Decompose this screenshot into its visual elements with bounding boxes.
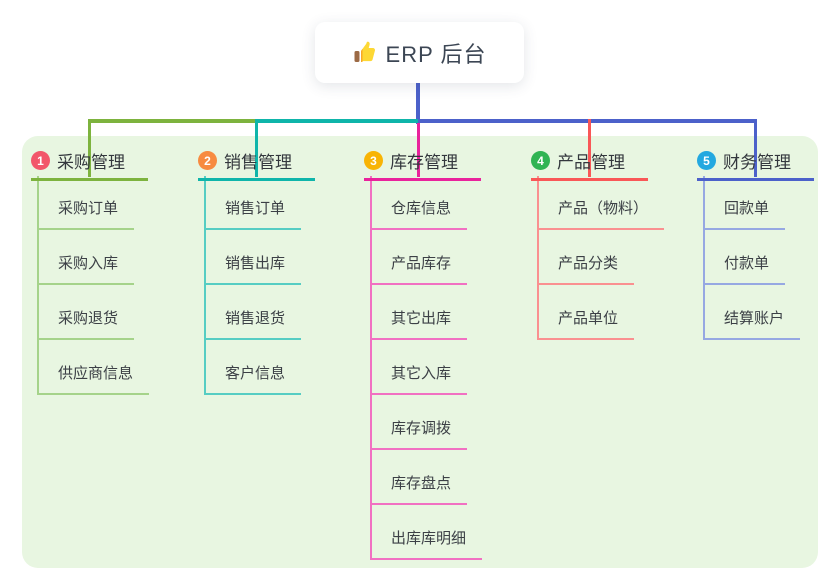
child-node-product-category[interactable]: 产品分类 [537, 253, 635, 285]
child-node-sales-return[interactable]: 销售退货 [204, 308, 302, 340]
child-node-warehouse-info[interactable]: 仓库信息 [370, 198, 468, 230]
child-node-receipt-bill[interactable]: 回款单 [703, 198, 786, 230]
child-node-purchase-inbound[interactable]: 采购入库 [37, 253, 135, 285]
child-node-purchase-order[interactable]: 采购订单 [37, 198, 135, 230]
branch-badge-1: 1 [31, 151, 50, 170]
branch-children-line [204, 176, 206, 395]
child-node-outbound-detail[interactable]: 出库库明细 [370, 528, 483, 560]
child-node-sales-order[interactable]: 销售订单 [204, 198, 302, 230]
connector-drop-product [588, 119, 591, 177]
connector-root-vertical [416, 83, 420, 124]
child-node-other-inbound[interactable]: 其它入库 [370, 363, 468, 395]
branch-label: 财务管理 [723, 153, 791, 172]
connector-drop-finance [754, 119, 757, 177]
child-node-settlement-account[interactable]: 结算账户 [703, 308, 801, 340]
branch-label: 库存管理 [390, 153, 458, 172]
branch-children-line [37, 176, 39, 395]
child-node-customer-info[interactable]: 客户信息 [204, 363, 302, 395]
branch-group-panel [22, 136, 818, 568]
connector-drop-procurement [88, 119, 91, 177]
root-node[interactable]: ERP 后台 [315, 22, 524, 83]
connector-horizontal-green [88, 119, 258, 123]
branch-badge-5: 5 [697, 151, 716, 170]
branch-badge-3: 3 [364, 151, 383, 170]
child-node-other-outbound[interactable]: 其它出库 [370, 308, 468, 340]
branch-header-procurement[interactable]: 1 采购管理 [31, 148, 148, 181]
child-node-product-stock[interactable]: 产品库存 [370, 253, 468, 285]
branch-header-sales[interactable]: 2 销售管理 [198, 148, 315, 181]
root-title: ERP 后台 [385, 41, 487, 67]
branch-header-inventory[interactable]: 3 库存管理 [364, 148, 481, 181]
branch-label: 产品管理 [557, 153, 625, 172]
branch-header-product[interactable]: 4 产品管理 [531, 148, 648, 181]
child-node-stock-check[interactable]: 库存盘点 [370, 473, 468, 505]
branch-children-line [703, 176, 705, 340]
child-node-product-material[interactable]: 产品（物料） [537, 198, 665, 230]
branch-badge-4: 4 [531, 151, 550, 170]
child-node-sales-outbound[interactable]: 销售出库 [204, 253, 302, 285]
child-node-purchase-return[interactable]: 采购退货 [37, 308, 135, 340]
branch-header-finance[interactable]: 5 财务管理 [697, 148, 814, 181]
connector-drop-sales [255, 119, 258, 177]
branch-children-line [370, 176, 372, 560]
connector-horizontal-blue [418, 119, 757, 123]
branch-label: 采购管理 [57, 153, 125, 172]
child-node-supplier-info[interactable]: 供应商信息 [37, 363, 150, 395]
connector-drop-inventory [417, 123, 420, 177]
connector-horizontal-teal [256, 119, 420, 123]
child-node-product-unit[interactable]: 产品单位 [537, 308, 635, 340]
thumbs-up-icon [353, 41, 377, 65]
child-node-stock-transfer[interactable]: 库存调拨 [370, 418, 468, 450]
branch-badge-2: 2 [198, 151, 217, 170]
branch-children-line [537, 176, 539, 340]
child-node-payment-bill[interactable]: 付款单 [703, 253, 786, 285]
branch-label: 销售管理 [224, 153, 292, 172]
